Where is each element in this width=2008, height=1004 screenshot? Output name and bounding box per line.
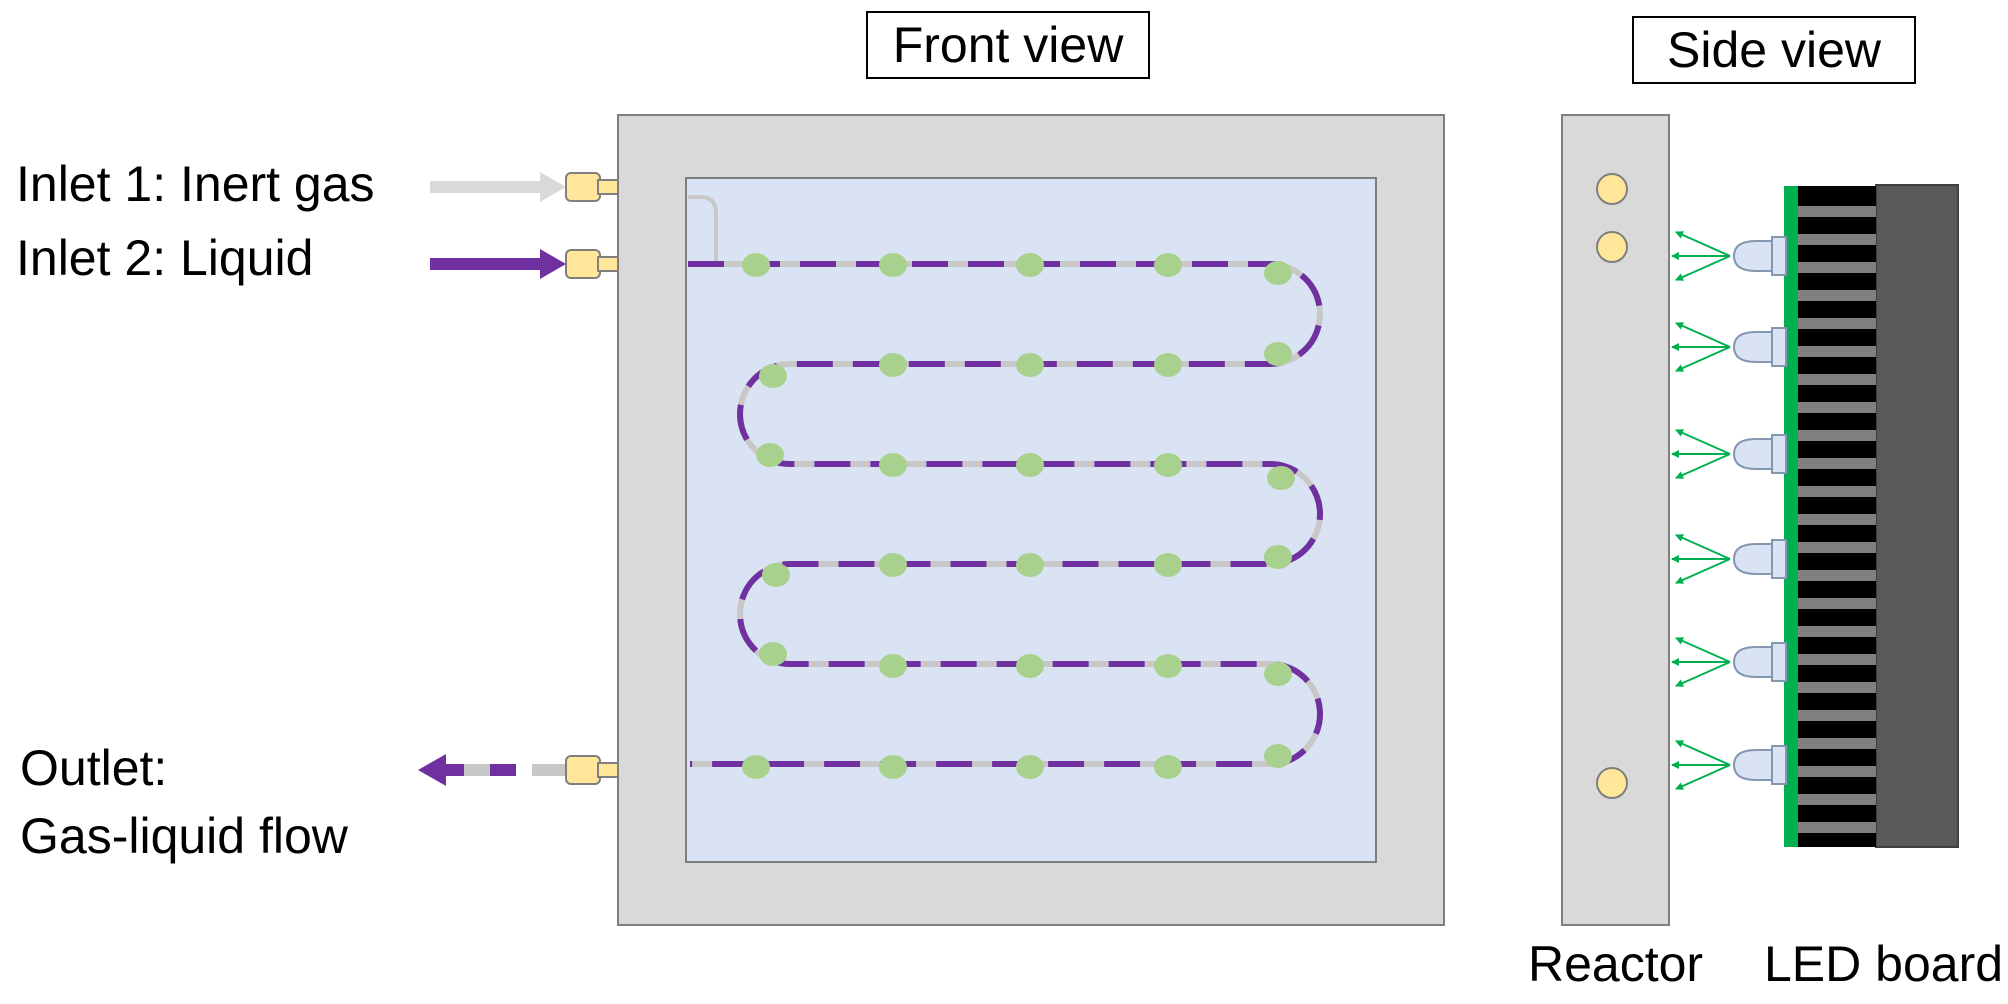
outlet-fitting [565, 755, 619, 785]
led-2 [1671, 322, 1787, 372]
inlet2-label: Inlet 2: Liquid [16, 230, 314, 286]
reactor-window [685, 177, 1377, 863]
outlet-flow-label: Gas-liquid flow [20, 808, 348, 864]
led-pcb [1784, 186, 1798, 847]
inlet1-label: Inlet 1: Inert gas [16, 156, 375, 212]
gas-bubbles [742, 253, 1295, 779]
led-5 [1671, 637, 1787, 687]
inlet2-arrow [430, 249, 566, 279]
inlet2-fitting [565, 249, 619, 279]
reactor-label: Reactor [1528, 936, 1704, 992]
reactor-side-ports [1596, 173, 1628, 799]
heatsink-body [1875, 184, 1959, 848]
led-3 [1671, 429, 1787, 479]
inlet1-arrow [430, 172, 566, 202]
led-1 [1671, 231, 1787, 281]
outlet-arrow [418, 754, 566, 786]
led-board-label: LED board [1764, 936, 2004, 992]
outlet-label: Outlet: [20, 740, 168, 796]
side-view-title: Side view [1632, 16, 1916, 84]
gas-inlet-channel [688, 195, 718, 264]
inlet1-fitting [565, 172, 619, 202]
heatsink-fin-stripes [1798, 206, 1876, 833]
front-view-title: Front view [866, 11, 1150, 79]
led-6 [1671, 740, 1787, 790]
serpentine-channel-liquid [688, 261, 1323, 767]
led-4 [1671, 534, 1787, 584]
leds [1671, 231, 1787, 790]
